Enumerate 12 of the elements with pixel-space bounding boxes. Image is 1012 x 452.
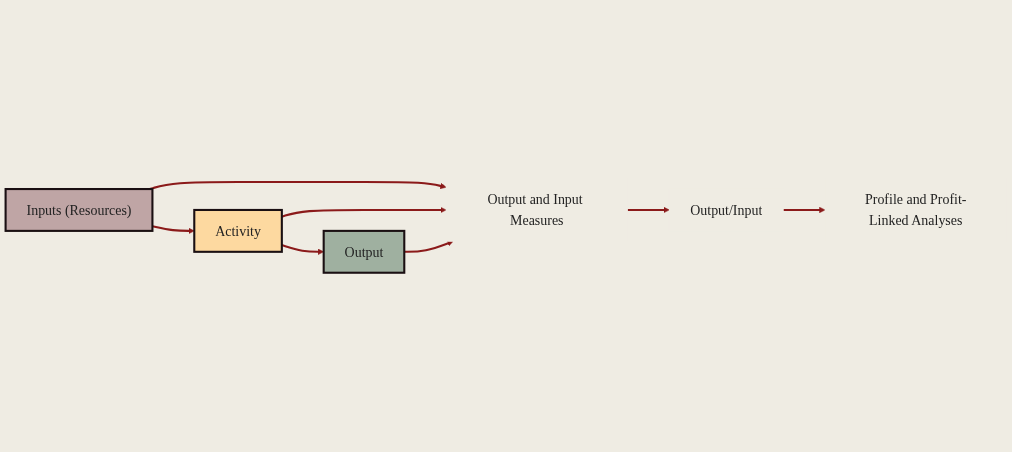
node-text: Output and Input Measures [487,192,583,229]
arrow [281,207,447,219]
node-box: Output [322,230,406,275]
arrow [783,207,826,214]
arrow [152,225,195,235]
node-text: Output/Input [690,202,763,218]
arrow [627,207,670,214]
arrow [404,240,454,254]
node-box: Inputs (Resources) [4,188,154,233]
node-box: Activity [193,209,283,254]
arrow [281,244,324,256]
node-text: Profile and Profit-Linked Analyses [864,192,967,229]
